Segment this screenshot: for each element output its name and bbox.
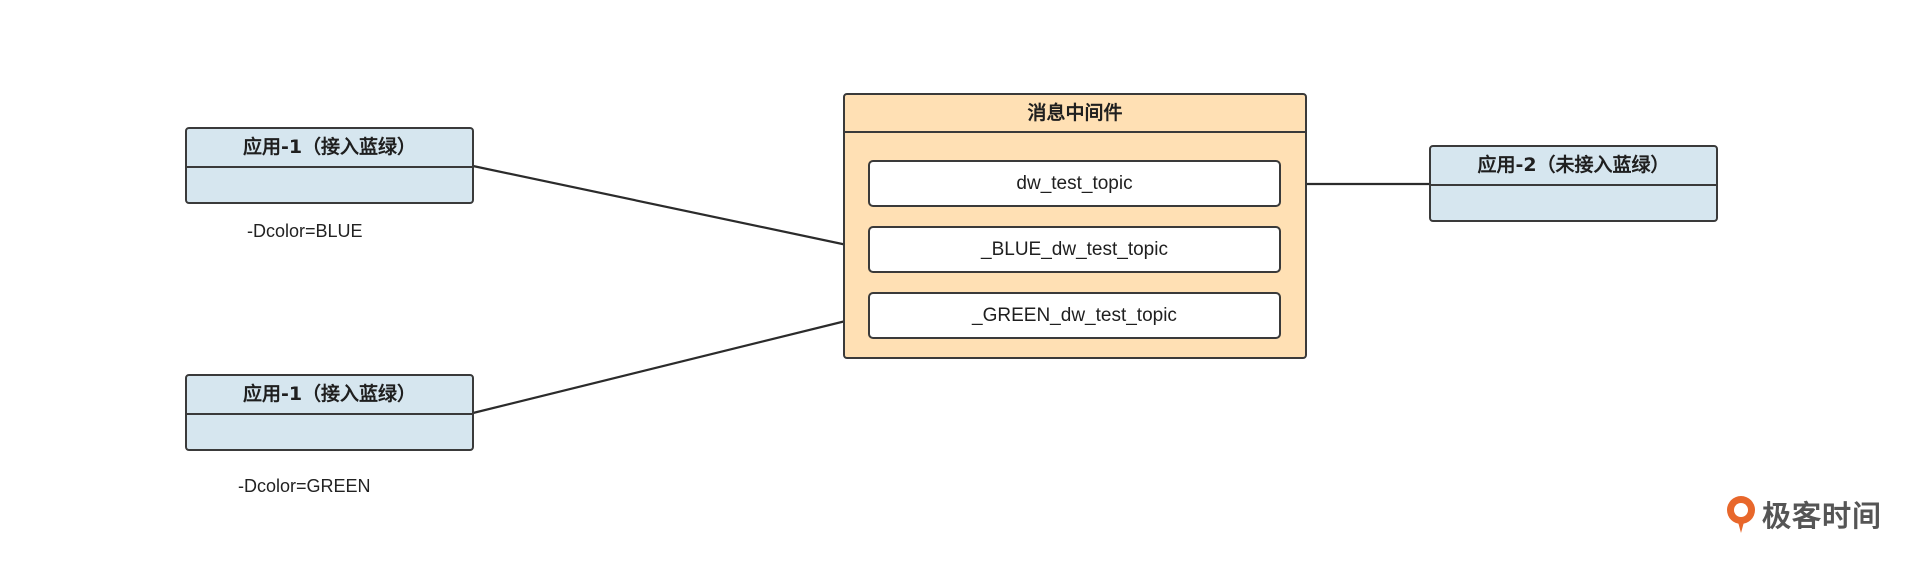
app-2-title: 应用-2（未接入蓝绿）	[1431, 147, 1716, 186]
geektime-logo: 极客时间	[1724, 494, 1882, 534]
arrow-app1-green-to-green-topic	[472, 313, 867, 415]
topic-dw-test: dw_test_topic	[868, 160, 1281, 207]
app-2-box: 应用-2（未接入蓝绿）	[1429, 145, 1718, 222]
message-middleware-box: 消息中间件 dw_test_topic _BLUE_dw_test_topic …	[843, 93, 1307, 359]
topic-blue-dw-test: _BLUE_dw_test_topic	[868, 226, 1281, 273]
app-1-blue-box: 应用-1（接入蓝绿）	[185, 127, 474, 204]
arrow-app1-blue-to-blue-topic	[472, 164, 867, 252]
app-1-blue-title: 应用-1（接入蓝绿）	[187, 129, 472, 168]
middleware-title: 消息中间件	[845, 95, 1305, 133]
geektime-logo-text: 极客时间	[1762, 499, 1883, 533]
app-1-green-param: -Dcolor=GREEN	[238, 476, 371, 496]
app-1-green-box: 应用-1（接入蓝绿）	[185, 374, 474, 451]
geektime-logo-icon	[1727, 496, 1755, 533]
app-1-green-title: 应用-1（接入蓝绿）	[187, 376, 472, 415]
topic-green-dw-test: _GREEN_dw_test_topic	[868, 292, 1281, 339]
app-1-blue-param: -Dcolor=BLUE	[247, 221, 363, 241]
